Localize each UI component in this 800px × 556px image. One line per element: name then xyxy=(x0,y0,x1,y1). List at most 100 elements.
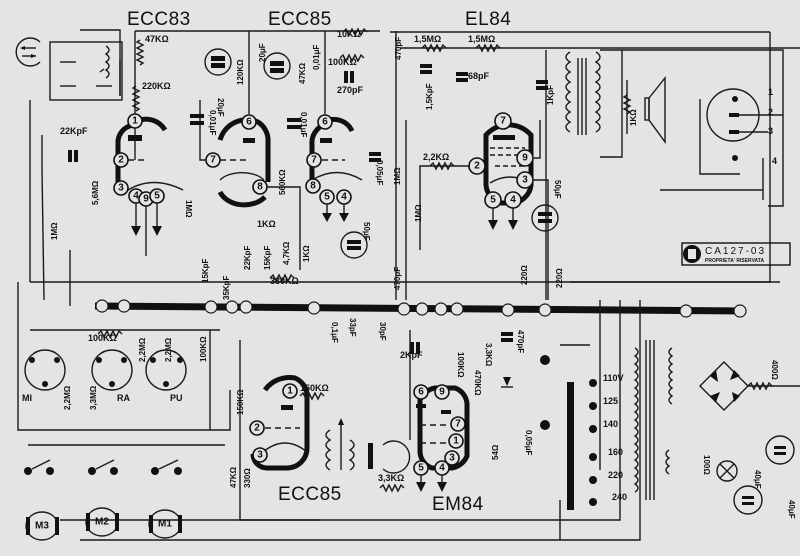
label-r-100k: 100KΩ xyxy=(328,57,357,67)
label-r-400: 400Ω xyxy=(770,360,779,380)
pin-6: 6 xyxy=(322,117,328,128)
label-r-1k-k: 1KΩ xyxy=(302,245,311,262)
label-r-47k-bot: 47KΩ xyxy=(229,466,238,488)
label-c-270pf: 270pF xyxy=(337,85,364,95)
pin-1: 1 xyxy=(132,116,138,127)
motor-label-m1: M1 xyxy=(158,519,172,530)
label-c-22kpf-b: 22KpF xyxy=(243,245,252,270)
label-c-40uf-b: 40μF xyxy=(787,500,796,519)
motor-label-m3: M3 xyxy=(35,521,49,532)
label-c-1-5kpf: 1,5KpF xyxy=(425,83,434,110)
output-transformer xyxy=(545,49,784,300)
label-r-47k-b: 47KΩ xyxy=(298,62,307,84)
label-c-0-05uf-b: 0,05μF xyxy=(524,430,533,455)
label-r-2-2m-b: 2,2MΩ xyxy=(164,337,173,362)
label-c-0-01uf-b: 0,01μF xyxy=(208,110,217,135)
label-r-1m-vol: 1MΩ xyxy=(393,167,402,185)
pin-3: 3 xyxy=(257,450,263,461)
label-r-100k-pu: 100KΩ xyxy=(199,336,208,362)
label-r-100: 100Ω xyxy=(702,455,711,475)
antenna-input xyxy=(15,37,123,101)
voltage-tap-110v: 110V xyxy=(603,373,624,383)
label-c-50uf-a: 50μF xyxy=(362,222,371,241)
motor-label-m2: M2 xyxy=(95,517,109,528)
label-r-150k-pot: 150KΩ xyxy=(236,389,245,415)
pin-4: 4 xyxy=(341,192,347,203)
label-r-2-2m-c: 2,2MΩ xyxy=(63,385,72,410)
label-r-150k: 150KΩ xyxy=(300,383,329,393)
mains-transformer xyxy=(540,340,800,515)
label-c-68pf: 68pF xyxy=(468,71,490,81)
label-r-1k-tone: 1KΩ xyxy=(257,219,276,229)
label-r-1m-b: 1MΩ xyxy=(414,204,423,222)
label-r-100k-em: 100KΩ xyxy=(456,352,465,378)
tube-label-em84: EM84 xyxy=(432,494,484,515)
label-c-470pf-mid: 470pF xyxy=(393,267,402,290)
tube-label-ecc83: ECC83 xyxy=(127,9,191,30)
label-r-220-a: 220Ω xyxy=(520,265,529,285)
tube-label-el84: EL84 xyxy=(465,9,511,30)
tube-ecc85-top: 6 7 8 6 7 8 5 4 xyxy=(205,114,363,222)
pin-7: 7 xyxy=(500,116,506,127)
speaker-socket-pin-4: 4 xyxy=(772,156,777,166)
voltage-selector[interactable] xyxy=(589,379,597,506)
pin-4: 4 xyxy=(439,463,445,474)
label-c-33pf: 33pF xyxy=(348,318,357,337)
pin-5: 5 xyxy=(418,463,424,474)
label-r-560k: 560KΩ xyxy=(278,169,287,195)
label-r-3-3k: 3,3KΩ xyxy=(378,473,404,483)
pin-3: 3 xyxy=(522,175,528,186)
tube-ecc83: 1 2 3 4 9 5 xyxy=(113,113,184,256)
pin-8: 8 xyxy=(257,182,263,193)
label-c-470pf-bot: 470pF xyxy=(516,330,525,353)
pin-5: 5 xyxy=(490,195,496,206)
label-r-1-5m-a: 1,5MΩ xyxy=(414,34,441,44)
label-r-1m-a: 1MΩ xyxy=(50,222,59,240)
label-c-0-01uf-a: 0,01μF xyxy=(312,45,321,70)
label-r-330: 330Ω xyxy=(243,468,252,488)
pin-9: 9 xyxy=(439,387,445,398)
label-c-470pf-top: 470pF xyxy=(394,37,403,60)
tube-el84: 7 9 2 3 5 4 xyxy=(468,112,534,230)
label-r-5-6m: 5,6MΩ xyxy=(91,180,100,205)
label-c-20uf-b: 20μF xyxy=(258,43,267,62)
component-glyphs xyxy=(68,27,773,493)
label-r-470k: 470KΩ xyxy=(473,370,482,396)
label-c-30pf: 30pF xyxy=(378,322,387,341)
label-c-0-05uf-a: 0,05μF xyxy=(375,160,384,185)
input-connectors xyxy=(24,349,187,391)
badge-note: PROPRIETA' RISERVATA xyxy=(705,258,764,264)
tube-em84: 6 9 7 1 3 5 4 xyxy=(413,384,470,492)
voltage-tap-140: 140 xyxy=(603,419,618,429)
label-r-1k-out: 1KΩ xyxy=(629,109,638,126)
label-r-47k: 47KΩ xyxy=(145,34,169,44)
tube-label-ecc85-top: ECC85 xyxy=(268,9,332,30)
voltage-tap-240: 240 xyxy=(612,492,627,502)
speaker-socket-pin-3: 3 xyxy=(768,126,773,136)
pin-9: 9 xyxy=(522,153,528,164)
pin-5: 5 xyxy=(324,192,330,203)
pin-7: 7 xyxy=(455,419,461,430)
label-r-3-3k-a: 3,3KΩ xyxy=(484,343,493,367)
voltage-tap-220: 220 xyxy=(608,470,623,480)
label-c-40uf-a: 40μF xyxy=(753,470,762,489)
label-c-2kpf: 2KpF xyxy=(400,350,423,360)
label-c-35kpf: 35KpF xyxy=(222,275,231,300)
pin-3: 3 xyxy=(449,453,455,464)
label-c-22kpf: 22KpF xyxy=(60,126,88,136)
pin-6: 6 xyxy=(246,117,252,128)
wiring xyxy=(17,31,641,541)
voltage-tap-125: 125 xyxy=(603,396,618,406)
pin-2: 2 xyxy=(474,161,480,172)
pin-2: 2 xyxy=(254,423,260,434)
tube-label-ecc85-bottom: ECC85 xyxy=(278,484,342,505)
label-r-330k: 330KΩ xyxy=(270,276,299,286)
badge-code: CA127-03 xyxy=(705,246,766,257)
part-number-badge: CA127-03 PROPRIETA' RISERVATA xyxy=(681,242,791,266)
label-c-0-1uf: 0,1μF xyxy=(330,322,339,343)
label-c-50uf-b: 50μF xyxy=(553,180,562,199)
motors xyxy=(24,444,225,541)
label-c-0-01uf-c: 0,01μF xyxy=(299,112,308,137)
pin-5: 5 xyxy=(154,191,160,202)
